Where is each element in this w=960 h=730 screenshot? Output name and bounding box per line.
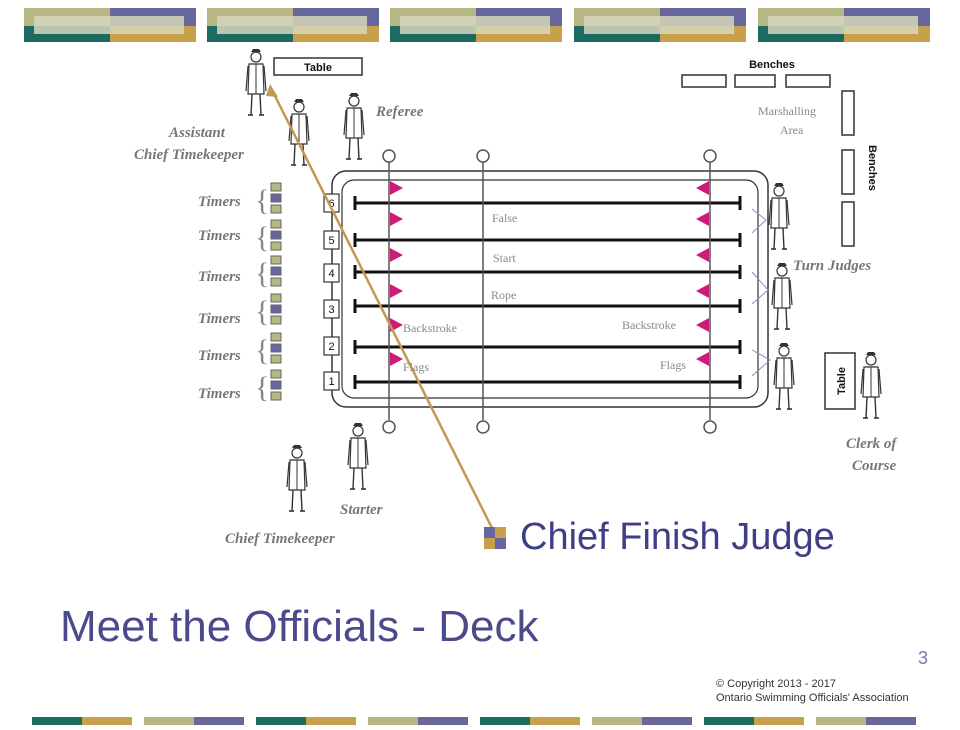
benches-side [841, 90, 855, 247]
band-block-4 [574, 8, 746, 42]
timer-seats [270, 182, 282, 401]
chief-timekeeper-label: Chief Timekeeper [225, 531, 335, 547]
pool-inner [341, 179, 759, 399]
lane-number-4: 4 [328, 268, 334, 280]
top-decorative-band [0, 0, 960, 46]
starter-label: Starter [340, 502, 383, 518]
rope-label: Rope [491, 288, 516, 302]
start-label: Start [493, 251, 516, 265]
assistant-chief-label-line1: Assistant [169, 125, 225, 141]
pool-outer [331, 170, 769, 408]
clerk-of-course-label-line1: Clerk of [846, 436, 897, 452]
lane-number-6: 6 [328, 198, 334, 210]
benches-top [681, 74, 831, 88]
turn-judges-label: Turn Judges [793, 258, 872, 274]
assistant-chief-label-line2: Chief Timekeeper [134, 147, 244, 163]
lane-number-2: 2 [328, 341, 334, 353]
backstroke-flags-left [390, 181, 403, 366]
band-block-2 [207, 8, 379, 42]
band-block-5 [758, 8, 930, 42]
top-band-svg [24, 8, 930, 42]
timers-label-lane-1: Timers [198, 386, 241, 402]
lane-number-5: 5 [328, 235, 334, 247]
timers-label-lane-2: Timers [198, 348, 241, 364]
bottom-decorative-band [0, 712, 960, 725]
copyright-line-1: © Copyright 2013 - 2017 [716, 678, 837, 690]
lane-number-3: 3 [328, 304, 334, 316]
top-table-label: Table [304, 62, 332, 74]
backstroke-flags-right [696, 181, 709, 366]
page-number: 3 [918, 648, 929, 668]
chief-finish-judge-arrow [266, 84, 494, 529]
svg-text:{: { [255, 295, 269, 328]
highlight-chief-finish-judge: Chief Finish Judge [484, 516, 835, 559]
timers-label-lane-3: Timers [198, 311, 241, 327]
flags-right-label: Flags [660, 358, 686, 372]
benches-side-label: Benches [866, 145, 878, 191]
copyright-notice: © Copyright 2013 - 2017 Ontario Swimming… [716, 677, 909, 705]
clerk-of-course-label-line2: Course [852, 458, 897, 474]
timers-label-lane-4: Timers [198, 269, 241, 285]
pool-deck-diagram: 6 5 4 3 2 1 {{{ {{{ Table Benches Benche… [245, 48, 882, 529]
turn-judge-sightlines [751, 208, 771, 377]
svg-text:{: { [255, 371, 269, 404]
flags-left-label: Flags [403, 360, 429, 374]
benches-top-label: Benches [749, 59, 795, 71]
band-block-3 [390, 8, 562, 42]
top-table: Table [273, 57, 363, 76]
backstroke-right-label: Backstroke [622, 318, 676, 332]
band-block-1 [24, 8, 196, 42]
side-table: Table [824, 352, 856, 410]
backstroke-left-label: Backstroke [403, 321, 457, 335]
lane-number-1: 1 [328, 376, 334, 388]
side-table-label: Table [836, 367, 848, 395]
false-label: False [492, 211, 517, 225]
lane-numbers: 6 5 4 3 2 1 [328, 198, 334, 388]
bottom-band-svg [32, 717, 916, 725]
pool-labels: False Start Rope Backstroke Backstroke F… [403, 211, 686, 374]
marshalling-label-line1: Marshalling [758, 104, 816, 118]
svg-text:{: { [255, 184, 269, 217]
svg-text:{: { [255, 257, 269, 290]
svg-text:{: { [255, 334, 269, 367]
timers-label-lane-5: Timers [198, 228, 241, 244]
flag-and-false-start-lines [382, 149, 717, 434]
timer-braces: {{{ {{{ [255, 184, 269, 404]
highlight-text: Chief Finish Judge [520, 516, 835, 558]
copyright-line-2: Ontario Swimming Officials' Association [716, 692, 909, 704]
referee-label: Referee [376, 104, 424, 120]
timers-label-lane-6: Timers [198, 194, 241, 210]
quadrant-bullet-icon [484, 526, 506, 549]
marshalling-label-line2: Area [780, 123, 804, 137]
svg-text:{: { [255, 221, 269, 254]
slide-title: Meet the Officials - Deck [60, 602, 539, 651]
